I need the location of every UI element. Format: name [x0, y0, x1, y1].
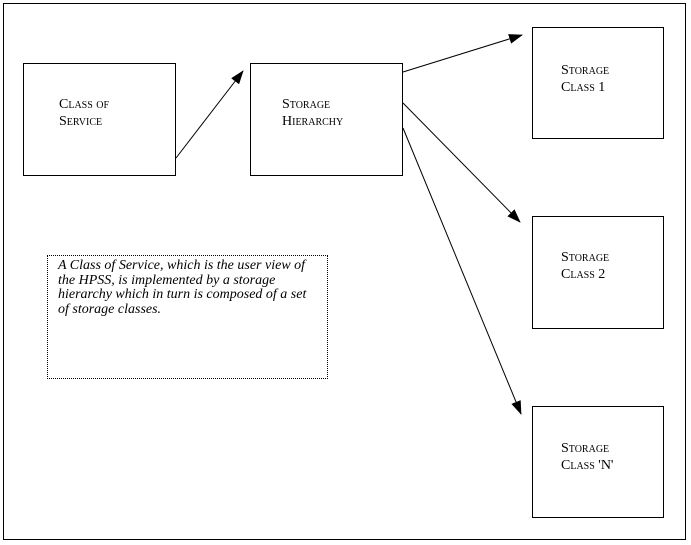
storage-hierarchy-label: Storage Hierarchy [282, 97, 344, 129]
arrow-hierarchy-to-class-n [402, 127, 522, 415]
arrow-hierarchy-to-class-2 [402, 102, 521, 223]
arrow-cos-to-hierarchy [175, 70, 244, 159]
arrow-hierarchy-to-class-1 [402, 34, 523, 73]
class-of-service-label: Class of Service [59, 97, 110, 129]
storage-class-n-box: Storage Class 'N' [532, 406, 664, 518]
class-of-service-box: Class of Service [23, 63, 176, 176]
storage-class-1-box: Storage Class 1 [532, 27, 664, 139]
storage-class-2-box: Storage Class 2 [532, 216, 664, 329]
storage-class-n-label: Storage Class 'N' [561, 441, 614, 473]
storage-class-1-label: Storage Class 1 [561, 63, 610, 95]
storage-hierarchy-box: Storage Hierarchy [250, 63, 403, 176]
storage-class-2-label: Storage Class 2 [561, 250, 610, 282]
description-note: A Class of Service, which is the user vi… [47, 255, 328, 379]
description-note-text: A Class of Service, which is the user vi… [58, 258, 307, 317]
